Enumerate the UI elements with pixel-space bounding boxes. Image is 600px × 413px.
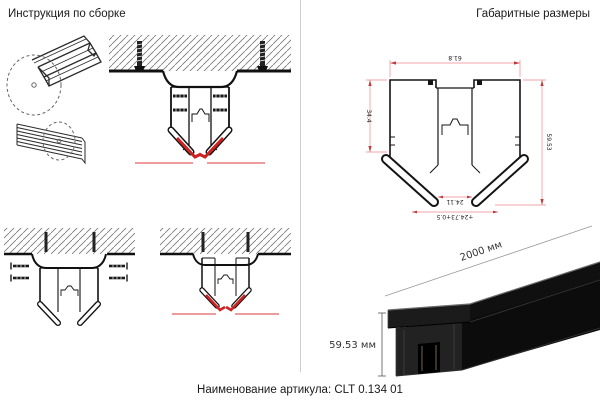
side-screw-icon	[173, 94, 227, 112]
ceiling-hatch	[160, 228, 291, 254]
article-name: Наименование артикула: CLT 0.134 01	[197, 384, 403, 396]
dim-left-height: 34.4	[365, 109, 372, 123]
mount-screws-diagram	[2, 226, 137, 326]
dim-bottom-slot: +24.73+0.5	[436, 213, 473, 220]
length-dim-label: 2000 мм	[459, 239, 504, 263]
top-screw-icon	[257, 41, 268, 71]
cut-cover-saw-icon	[12, 112, 107, 170]
top-screw-icon	[201, 232, 250, 252]
product-render: 2000 мм	[329, 218, 600, 378]
height-dim-line	[378, 312, 386, 377]
mount-trim-diagram	[158, 226, 293, 326]
track-profile-section	[37, 267, 101, 326]
red-trim	[172, 294, 279, 315]
assembly-instructions-title: Инструкция по сборке	[8, 8, 126, 20]
dim-top-width: 61.8	[448, 54, 462, 61]
ceiling-hatch	[4, 228, 135, 254]
overall-dimensions-title: Габаритные размеры	[476, 8, 590, 20]
length-dim-line	[384, 225, 593, 297]
side-screw-icon	[10, 262, 128, 282]
dim-inner-gap: 24.11	[446, 198, 463, 205]
mount-main-diagram	[105, 30, 295, 188]
dim-right-height: 59.53	[545, 133, 552, 150]
dimension-drawing: 61.8 34.4 59.53 24.11 +24.73+0.5	[340, 45, 570, 221]
dimension-arrows	[368, 61, 544, 214]
dimension-lines	[366, 60, 546, 213]
height-dim-label: 59.53 мм	[330, 340, 376, 351]
red-trim	[135, 136, 265, 164]
profile-outline	[381, 79, 529, 207]
vertical-divider	[300, 0, 301, 372]
top-screw-icon	[44, 232, 96, 252]
top-screw-icon	[134, 41, 145, 71]
track-body	[387, 261, 600, 377]
cut-profile-saw-icon	[4, 30, 106, 120]
